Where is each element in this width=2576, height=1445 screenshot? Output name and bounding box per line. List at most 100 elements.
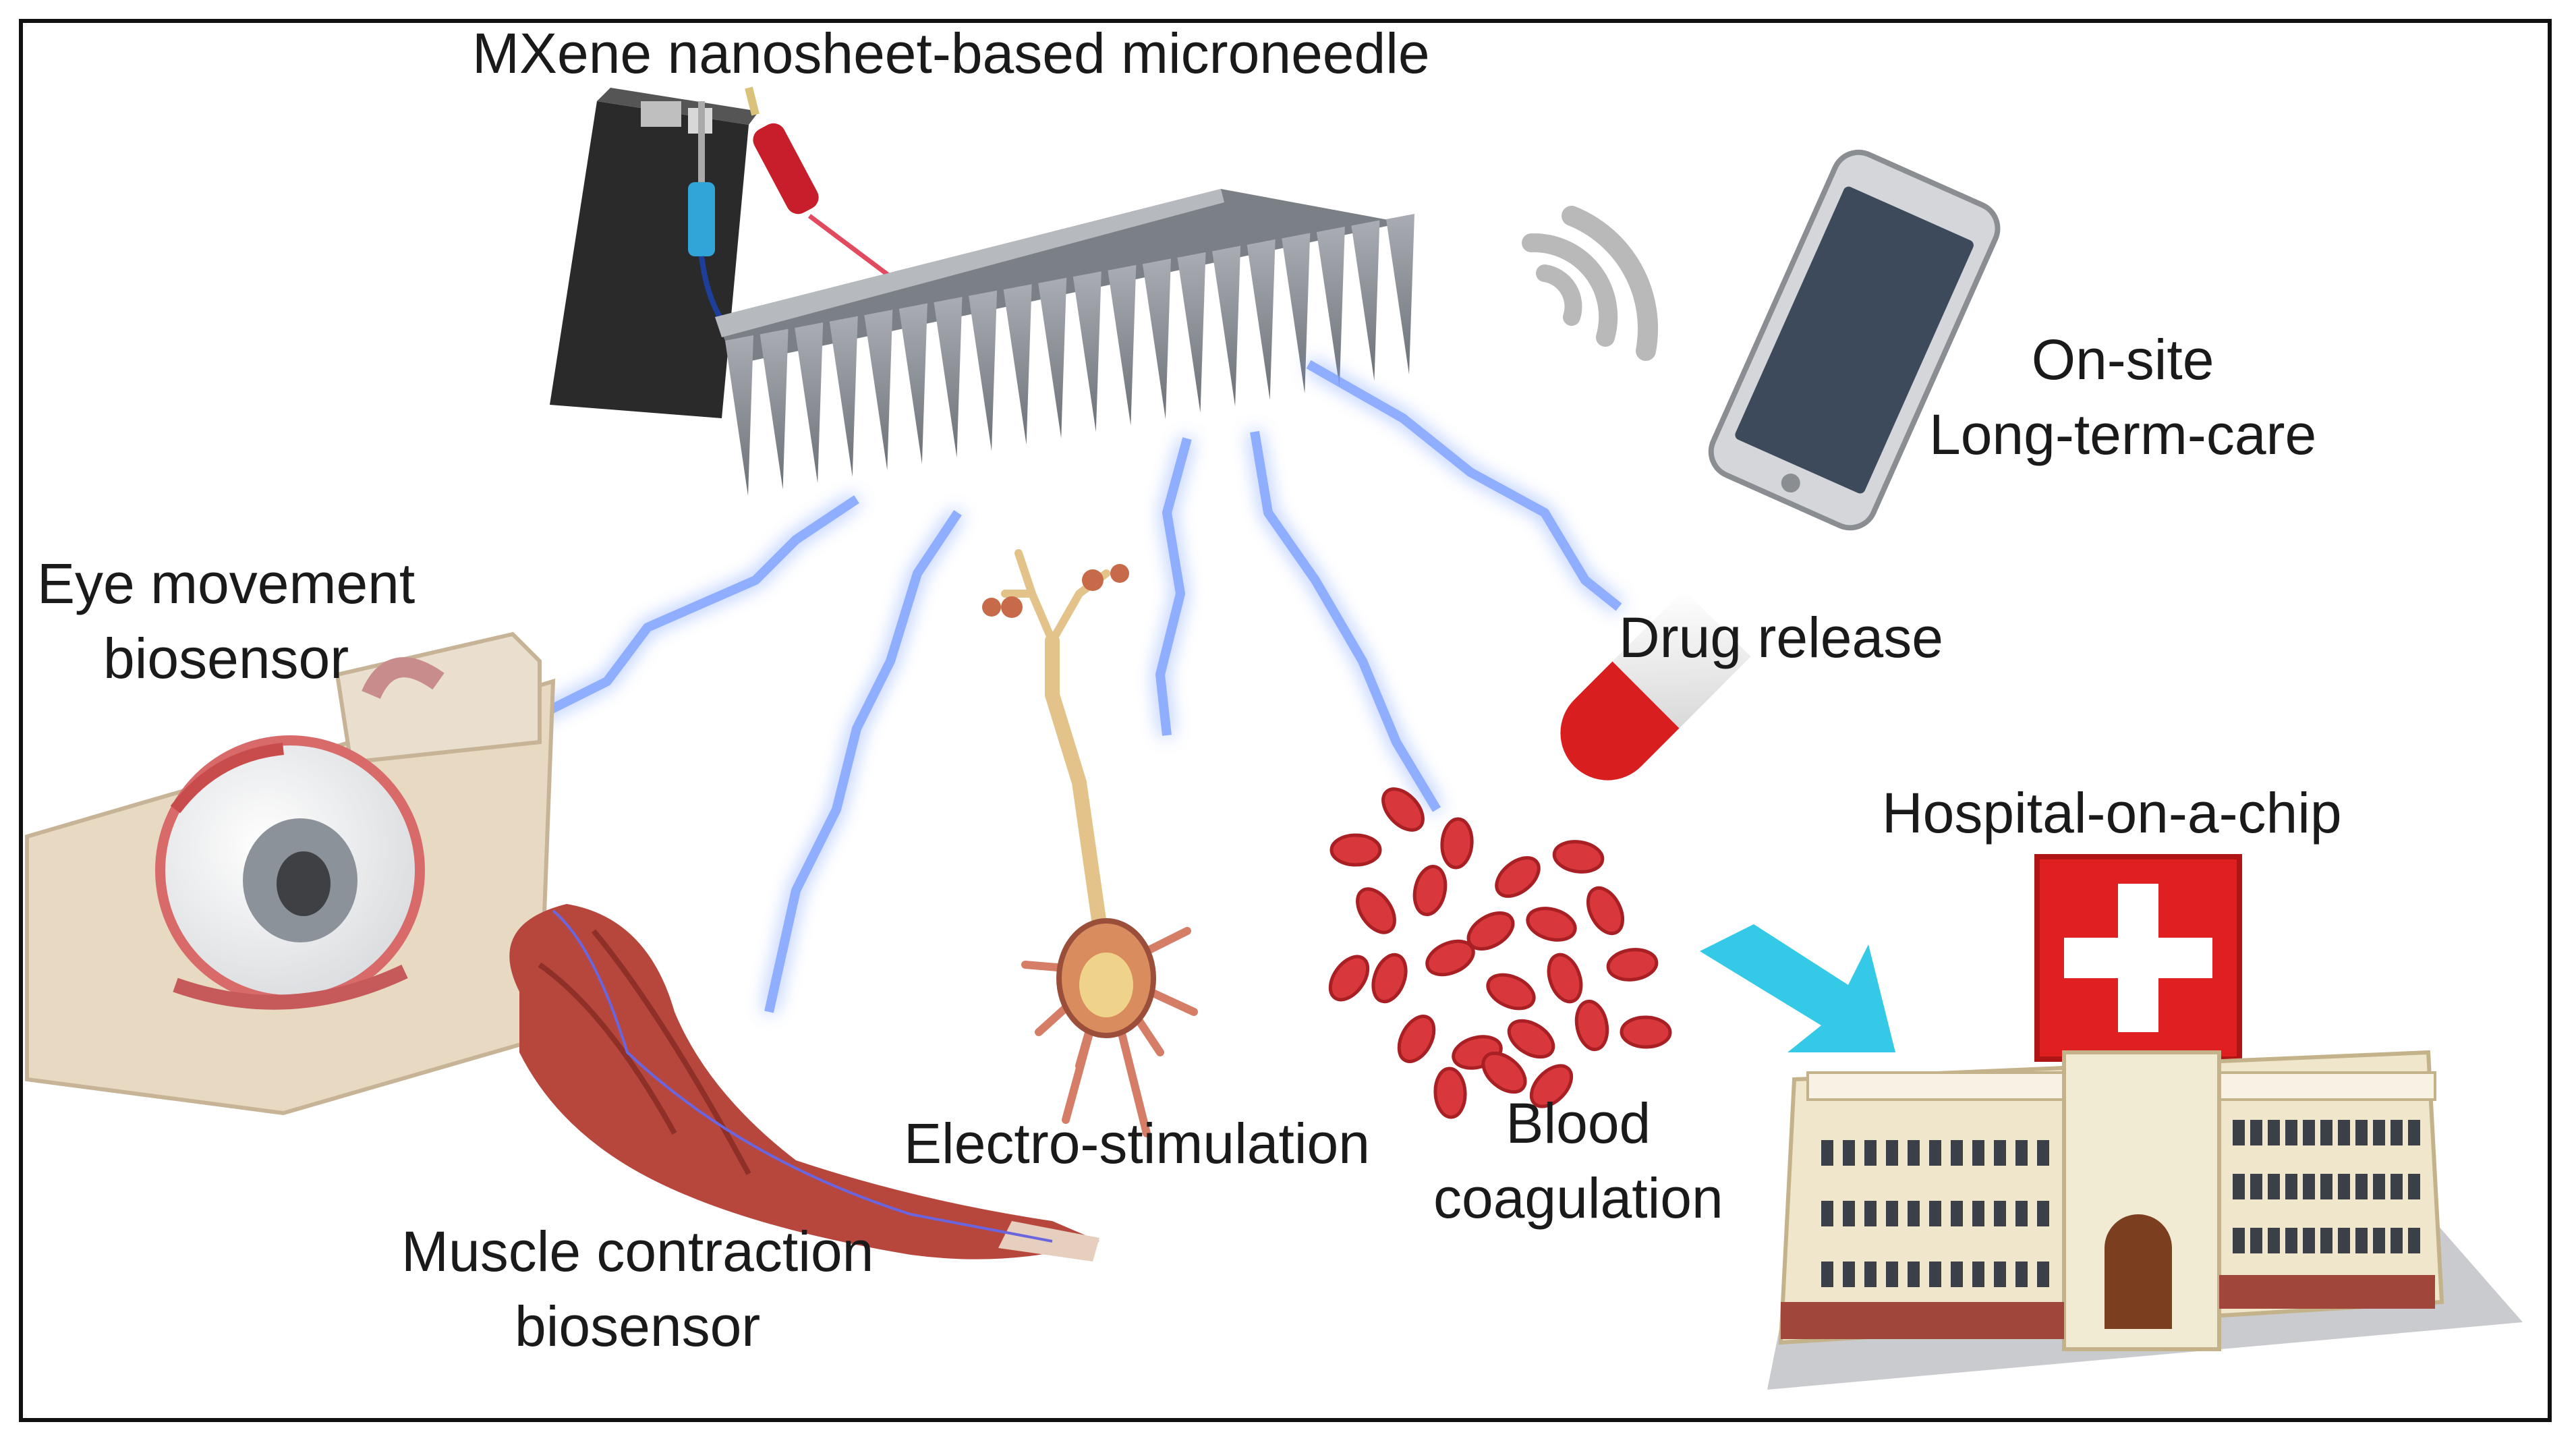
hospital-window — [1929, 1140, 1941, 1166]
hospital-window — [1843, 1262, 1855, 1287]
hospital-window — [2037, 1201, 2049, 1226]
hospital-window — [2320, 1120, 2332, 1145]
blood-cell — [1620, 1015, 1672, 1049]
lightning-drug — [1306, 360, 1622, 611]
blood-cell — [1381, 787, 1425, 832]
hospital-building-icon — [1767, 1050, 2523, 1390]
microneedle-tip — [864, 310, 893, 471]
hospital-window — [1821, 1201, 1833, 1226]
blood-cell — [1481, 1051, 1527, 1094]
microneedle-tip — [1072, 271, 1101, 432]
eye-line2: biosensor — [103, 626, 349, 690]
hospital-window — [1864, 1201, 1877, 1226]
hospital-window — [2037, 1140, 2049, 1166]
hospital-window — [1994, 1140, 2006, 1166]
hospital-window — [1951, 1140, 1963, 1166]
onsite-care-label: On-site Long-term-care — [1929, 322, 2316, 472]
muscle-line2: biosensor — [515, 1294, 761, 1358]
hospital-window — [2373, 1228, 2385, 1253]
blood-cell — [1356, 887, 1396, 934]
blood-cell — [1397, 1015, 1436, 1063]
blood-cell — [1412, 864, 1448, 917]
hospital-window — [2338, 1174, 2350, 1199]
hospital-window — [1843, 1140, 1855, 1166]
hospital-window — [2355, 1174, 2368, 1199]
microneedle-tip — [969, 290, 998, 451]
hospital-window — [1951, 1201, 1963, 1226]
hospital-window — [2355, 1120, 2368, 1145]
hospital-window — [1972, 1140, 1984, 1166]
lightning-blood — [1250, 430, 1441, 812]
blood-line2: coagulation — [1433, 1166, 1723, 1230]
microneedle-tip — [1351, 220, 1380, 381]
hospital-window — [2233, 1174, 2245, 1199]
hospital-window — [2338, 1228, 2350, 1253]
hospital-window — [2391, 1228, 2403, 1253]
lightning-bolts — [482, 360, 1622, 1013]
hospital-window — [2015, 1201, 2028, 1226]
blood-cell — [1495, 856, 1541, 898]
microneedle-tip — [1386, 214, 1414, 374]
onsite-line1: On-site — [2031, 328, 2214, 391]
blood-cell — [1440, 817, 1474, 870]
hospital-window — [1908, 1262, 1920, 1287]
microneedle-tip — [1247, 239, 1276, 400]
hospital-label: Hospital-on-a-chip — [1882, 781, 2342, 845]
hospital-window — [1994, 1262, 2006, 1287]
muscle-line1: Muscle contraction — [401, 1220, 874, 1283]
power-supply-icon — [550, 86, 892, 418]
hospital-window — [2391, 1120, 2403, 1145]
microneedle-tip — [725, 335, 753, 496]
electro-stimulation-label: Electro-stimulation — [904, 1112, 1370, 1175]
hospital-window — [2250, 1228, 2262, 1253]
hospital-window — [2268, 1174, 2280, 1199]
blood-cell — [1486, 973, 1536, 1011]
hospital-window — [1908, 1201, 1920, 1226]
hospital-window — [1886, 1262, 1898, 1287]
hospital-window — [2408, 1228, 2420, 1253]
lightning-neuron — [1155, 437, 1192, 736]
microneedle-tip — [1177, 252, 1206, 413]
hospital-window — [1821, 1140, 1833, 1166]
eye-biosensor-label: Eye movement biosensor — [37, 546, 415, 696]
hospital-window — [2338, 1120, 2350, 1145]
blood-cell — [1329, 833, 1382, 867]
microneedle-tip — [829, 316, 858, 477]
red-blood-cells-icon — [1328, 787, 1672, 1119]
hospital-window — [1994, 1201, 2006, 1226]
microneedle-title: MXene nanosheet-based microneedle — [472, 22, 1430, 85]
hospital-window — [2233, 1120, 2245, 1145]
hospital-window — [1972, 1201, 1984, 1226]
blood-line1: Blood — [1506, 1092, 1651, 1155]
hospital-window — [2250, 1174, 2262, 1199]
microneedle-tip — [934, 297, 963, 458]
wireless-signal-icon — [1522, 206, 1659, 361]
hospital-window — [1864, 1262, 1877, 1287]
onsite-line2: Long-term-care — [1929, 402, 2317, 466]
blood-cell — [1507, 1019, 1555, 1059]
blood-cell — [1371, 953, 1408, 1004]
hospital-window — [1821, 1262, 1833, 1287]
blood-coagulation-label: Blood coagulation — [1433, 1086, 1723, 1236]
drug-release-label: Drug release — [1619, 606, 1943, 669]
microneedle-tip — [1282, 233, 1311, 394]
microneedle-tip — [1038, 277, 1067, 438]
hospital-window — [2285, 1120, 2297, 1145]
muscle-biosensor-label: Muscle contraction biosensor — [401, 1214, 874, 1364]
blood-cell — [1425, 939, 1475, 977]
hospital-window — [2015, 1262, 2028, 1287]
red-cross-icon — [2034, 854, 2242, 1062]
hospital-window — [2303, 1120, 2315, 1145]
hospital-window — [2233, 1228, 2245, 1253]
hospital-window — [2268, 1120, 2280, 1145]
blood-cell — [1606, 948, 1659, 982]
hospital-window — [2285, 1174, 2297, 1199]
eye-line1: Eye movement — [37, 552, 416, 615]
microneedle-tip — [1316, 226, 1345, 387]
capsule-pill-icon — [1560, 590, 1751, 781]
hospital-window — [2320, 1174, 2332, 1199]
blood-cell — [1552, 840, 1605, 874]
hospital-window — [1908, 1140, 1920, 1166]
hospital-window — [1972, 1262, 1984, 1287]
hospital-window — [2015, 1140, 2028, 1166]
